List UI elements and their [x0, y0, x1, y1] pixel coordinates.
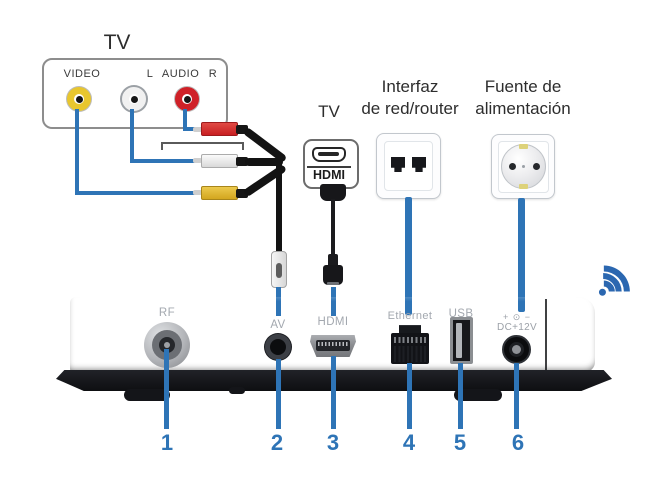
- power-title-line2: alimentación: [475, 99, 571, 118]
- lead-red: [183, 109, 187, 131]
- av-port-label: AV: [270, 319, 286, 331]
- tv-av-panel: VIDEO L AUDIO R: [42, 58, 244, 150]
- audio-right-jack-icon: [175, 87, 199, 111]
- audio-bracket: [161, 142, 244, 150]
- av-connect-line: [276, 287, 281, 316]
- red-rca-plug: [201, 122, 238, 136]
- cable-white-to-junction: [245, 158, 283, 166]
- video-label: VIDEO: [63, 68, 101, 80]
- hdmi-cable-neck: [328, 254, 338, 267]
- yellow-rca-plug: [201, 186, 238, 200]
- red-rca-cable-stub: [236, 125, 248, 134]
- hdmi-cable-plug-bottom: [323, 265, 343, 285]
- hdmi-wall-title: TV: [318, 102, 340, 121]
- hdmi-cable-plug-top: [320, 184, 346, 201]
- yellow-rca-plug-tip: [193, 190, 202, 195]
- dc-polarity-symbol: + ⊙ −: [502, 312, 532, 322]
- box-tab: [229, 387, 245, 394]
- power-title-line1: Fuente de: [484, 77, 562, 96]
- callout-3: 3: [326, 430, 340, 455]
- callout-line-3: [331, 356, 336, 429]
- hdmi-connector-icon: [312, 147, 346, 162]
- white-rca-cable-stub: [236, 157, 248, 166]
- cable-av-down: [276, 158, 282, 254]
- hdmi-port-label: HDMI: [317, 316, 349, 328]
- av-minijack-plug: [271, 251, 287, 288]
- callout-1: 1: [160, 430, 174, 455]
- audio-label: L AUDIO R: [146, 68, 218, 80]
- dc-port-label: DC+12V: [497, 322, 537, 333]
- ethernet-cable: [405, 197, 412, 315]
- hdmi-wall-plate: HDMI: [303, 139, 359, 189]
- ethernet-port-label: Ethernet: [387, 310, 433, 322]
- outlet-pin-right: [533, 163, 540, 170]
- network-title-line2: de red/router: [361, 99, 459, 118]
- av-port: [265, 334, 291, 360]
- box-side-seam: [545, 299, 547, 370]
- lead-yellow: [75, 109, 79, 195]
- rf-port-label: RF: [158, 307, 176, 319]
- callout-5: 5: [453, 430, 467, 455]
- audio-left-jack-icon: [122, 87, 146, 111]
- power-cable: [518, 198, 525, 312]
- callout-line-1: [164, 349, 169, 429]
- rj45-port-left-icon: [391, 157, 405, 172]
- box-foot-right: [454, 389, 502, 401]
- callout-line-4: [407, 363, 412, 429]
- outlet-ground-clip-top: [519, 144, 528, 149]
- network-title-line1: Interfaz: [381, 77, 439, 96]
- power-outlet-plate: [491, 134, 555, 199]
- outlet-pin-left: [509, 163, 516, 170]
- lead-red-h: [183, 127, 196, 131]
- hdmi-plate-divider: [307, 166, 351, 168]
- video-jack-icon: [67, 87, 91, 111]
- hdmi-plate-label: HDMI: [313, 168, 345, 182]
- callout-line-2: [276, 359, 281, 429]
- box-foot-left: [124, 389, 170, 401]
- outlet-center-dot: [522, 165, 525, 168]
- callout-2: 2: [270, 430, 284, 455]
- lead-yellow-h: [75, 191, 196, 195]
- av-panel-title: TV: [103, 31, 131, 54]
- lead-white-h: [130, 159, 196, 163]
- network-wall-plate: [376, 133, 441, 199]
- outlet-ground-clip-bottom: [519, 184, 528, 189]
- wifi-icon: [566, 239, 650, 328]
- rj45-port-right-icon: [412, 157, 426, 172]
- callout-6: 6: [511, 430, 525, 455]
- callout-line-5: [458, 363, 463, 429]
- ethernet-port-clip: [399, 325, 421, 334]
- yellow-rca-cable-stub: [236, 189, 248, 198]
- callout-line-6: [514, 363, 519, 429]
- white-rca-plug: [201, 154, 238, 168]
- white-rca-plug-tip: [193, 158, 202, 163]
- callout-4: 4: [402, 430, 416, 455]
- red-rca-plug-tip: [193, 127, 202, 132]
- lead-white: [130, 109, 134, 163]
- hdmi-cable: [331, 199, 335, 257]
- hdmi-connect-line: [331, 287, 336, 316]
